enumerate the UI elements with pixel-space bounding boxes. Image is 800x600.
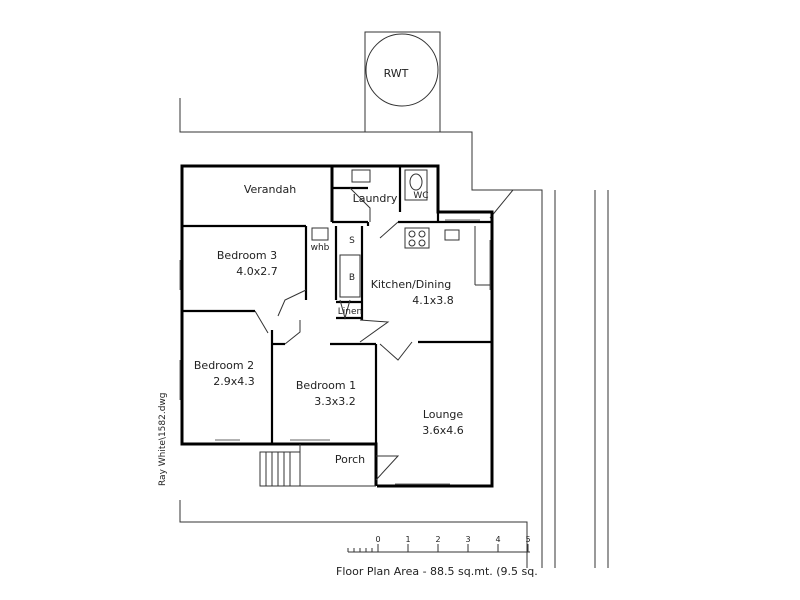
porch-steps xyxy=(259,444,376,487)
floor-plan-area-caption: Floor Plan Area - 88.5 sq.mt. (9.5 sq. xyxy=(336,565,538,578)
wc-label: WC xyxy=(413,191,428,201)
fixtures xyxy=(311,169,490,298)
scale-tick-label: 5 xyxy=(525,535,530,544)
whb-label: whb xyxy=(311,243,330,253)
linen-label: Linen xyxy=(338,307,362,317)
shower-label: S xyxy=(349,236,355,246)
windows xyxy=(179,219,491,485)
porch-label: Porch xyxy=(335,453,365,466)
bedroom-2-size: 2.9x4.3 xyxy=(213,375,255,388)
bath-label: B xyxy=(349,273,355,283)
bath-icon xyxy=(339,254,361,298)
exterior-walls xyxy=(180,164,494,488)
bedroom-3-size: 4.0x2.7 xyxy=(236,265,278,278)
sink-icon xyxy=(444,229,460,241)
bedroom-1-label: Bedroom 1 xyxy=(296,379,356,392)
rwt-label: RWT xyxy=(384,67,409,80)
stove-icon xyxy=(404,227,430,249)
file-label: Ray White\1582.dwg xyxy=(158,392,168,486)
lounge-size: 3.6x4.6 xyxy=(422,424,464,437)
basin-icon xyxy=(311,227,329,241)
wc-icon xyxy=(404,169,428,201)
lounge-label: Lounge xyxy=(423,408,464,421)
scale-tick-label: 1 xyxy=(405,535,410,544)
verandah-label: Verandah xyxy=(244,183,296,196)
kitchen-dining-size: 4.1x3.8 xyxy=(412,294,454,307)
laundry-tub-icon xyxy=(351,169,371,183)
scale-tick-label: 4 xyxy=(495,535,500,544)
site-boundary xyxy=(179,98,609,568)
bedroom-1-size: 3.3x3.2 xyxy=(314,395,356,408)
scale-bar xyxy=(347,544,530,553)
bedroom-3-label: Bedroom 3 xyxy=(217,249,277,262)
kitchen-dining-label: Kitchen/Dining xyxy=(371,278,452,291)
scale-tick-label: 0 xyxy=(375,535,380,544)
scale-tick-label: 2 xyxy=(435,535,440,544)
laundry-label: Laundry xyxy=(353,192,398,205)
door-swings xyxy=(254,187,413,481)
rainwater-tank: RWT xyxy=(364,31,441,133)
bedroom-2-label: Bedroom 2 xyxy=(194,359,254,372)
scale-tick-label: 3 xyxy=(465,535,470,544)
